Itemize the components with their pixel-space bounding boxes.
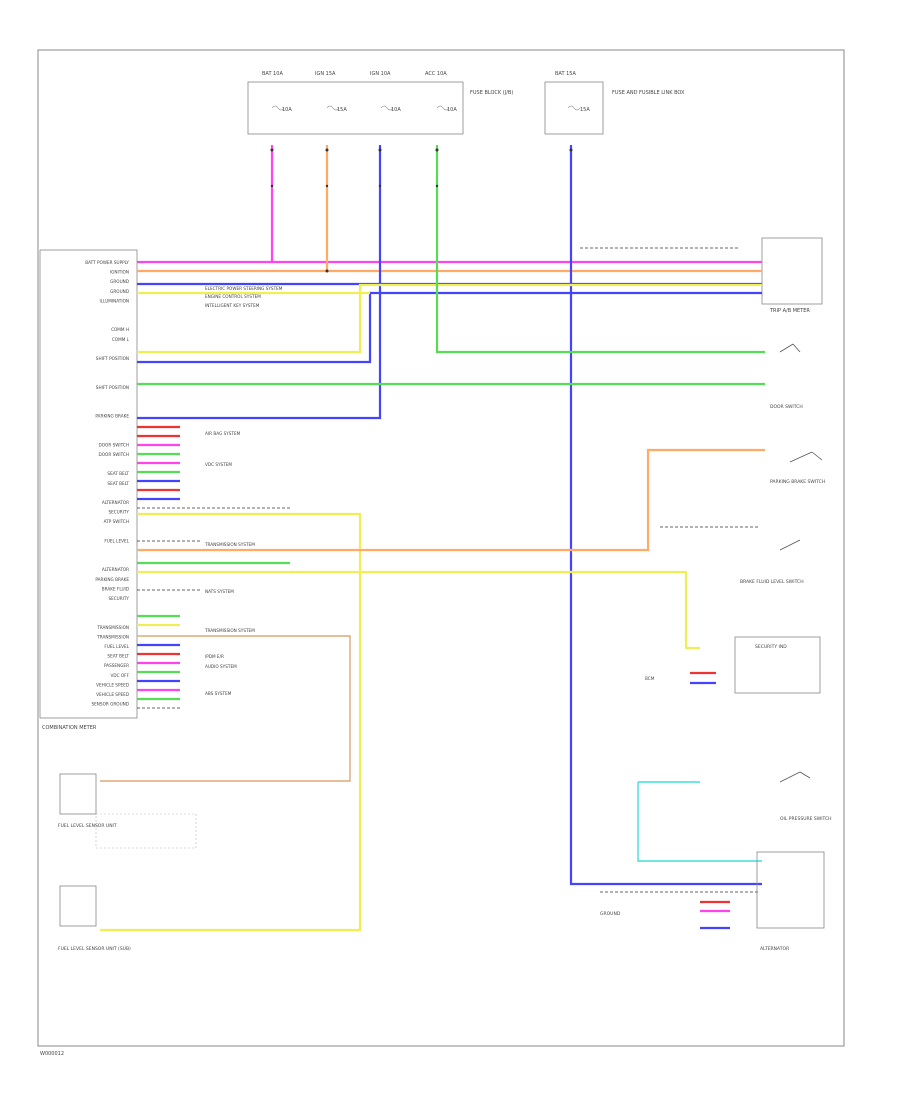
alternator-label: ALTERNATOR — [760, 946, 789, 952]
meter-pin-list: BATT POWER SUPPLY IGNITION GROUND GROUND ILL… — [85, 260, 129, 707]
meter-pin-label: TRANSMISSION — [96, 625, 129, 630]
wire-yellow-fuel — [100, 512, 362, 932]
svg-text:IGN 10A: IGN 10A — [370, 71, 391, 77]
meter-pin-label: SHIFT POSITION — [96, 385, 129, 390]
fuse-single-value: 15A — [580, 107, 590, 113]
fuse-block: BAT 10A IGN 15A IGN 10A ACC 10A 10A 15A 10… — [247, 71, 513, 135]
meter-pin-label: IGNITION — [110, 270, 129, 275]
svg-text:IGN 15A: IGN 15A — [315, 71, 336, 77]
label-abs: ABS SYSTEM — [205, 691, 232, 696]
label-bcm: BCM — [645, 676, 655, 681]
meter-pin-label: FUEL LEVEL — [104, 538, 129, 543]
meter-pin-label: BATT POWER SUPPLY — [85, 260, 129, 265]
wire-tan-fuel — [100, 635, 351, 782]
fuse-value-1: 10A — [282, 107, 292, 113]
wire-blue-2 — [137, 145, 382, 420]
meter-pin-label: VDC OFF — [111, 673, 130, 678]
svg-text:BAT 10A: BAT 10A — [262, 71, 283, 77]
oil-pressure-label: OIL PRESSURE SWITCH — [780, 816, 832, 822]
label-power-steering: ELECTRIC POWER STEERING SYSTEM — [205, 286, 283, 291]
wire-orange-ign — [137, 145, 762, 273]
label-intelligent-key: INTELLIGENT KEY SYSTEM — [205, 303, 260, 308]
label-vdc: VDC SYSTEM — [205, 462, 232, 467]
label-transmission-1: TRANSMISSION SYSTEM — [204, 542, 255, 547]
fuse-value-2: 15A — [337, 107, 347, 113]
svg-text:ACC 10A: ACC 10A — [425, 71, 447, 77]
ground-label: GROUND — [600, 911, 621, 917]
meter-pin-label: SENSOR GROUND — [91, 702, 129, 707]
label-transmission-2: TRANSMISSION SYSTEM — [204, 628, 255, 633]
label-engine-control: ENGINE CONTROL SYSTEM — [205, 294, 261, 299]
door-switch: DOOR SWITCH — [770, 343, 803, 410]
parking-brake-switch: PARKING BRAKE SWITCH — [770, 451, 825, 485]
meter-pin-label: ALTERNATOR — [102, 500, 129, 505]
meter-pin-label: GROUND — [110, 279, 129, 284]
fuse-value-3: 10A — [391, 107, 401, 113]
system-labels: ELECTRIC POWER STEERING SYSTEM ENGINE CO… — [204, 286, 283, 696]
combination-meter: BATT POWER SUPPLY IGNITION GROUND GROUND ILL… — [39, 249, 138, 731]
fuel-sensor-label: FUEL LEVEL SENSOR UNIT — [58, 823, 117, 829]
meter-pin-label: SECURITY — [108, 596, 129, 601]
fuel-level-sensor: FUEL LEVEL SENSOR UNIT — [58, 773, 197, 849]
wire-yellow-3 — [137, 570, 700, 650]
meter-pin-label: BRAKE FLUID — [102, 586, 129, 591]
fuel-sensor-sub-label: FUEL LEVEL SENSOR UNIT (SUB) — [58, 946, 131, 952]
meter-pin-label: VEHICLE SPEED — [96, 692, 129, 697]
wire-blue-long — [569, 145, 762, 886]
security-ind-label: SECURITY IND — [755, 644, 787, 650]
meter-pin-label: SEAT BELT — [107, 481, 129, 486]
fuse-icons — [271, 105, 450, 111]
security-indicator: SECURITY IND BCM — [645, 636, 821, 694]
meter-pin-label: SECURITY — [108, 510, 129, 515]
meter-pin-label: COMM H — [111, 327, 129, 332]
meter-pin-label: DOOR SWITCH — [99, 442, 129, 447]
parking-brake-label: PARKING BRAKE SWITCH — [770, 479, 825, 485]
meter-pin-label: ILLUMINATION — [100, 298, 130, 303]
diagram-border — [37, 49, 845, 1047]
ground-lines — [137, 247, 760, 893]
fuse-block-label: FUSE BLOCK (J/B) — [470, 90, 513, 96]
door-switch-label: DOOR SWITCH — [770, 404, 803, 410]
diagram-id: W000012 — [40, 1051, 64, 1057]
wire-orange-2 — [137, 448, 765, 552]
meter-pin-label: VEHICLE SPEED — [96, 682, 129, 687]
fuel-level-sensor-sub: FUEL LEVEL SENSOR UNIT (SUB) — [58, 885, 131, 952]
meter-pin-label: PARKING BRAKE — [95, 414, 129, 419]
brake-fluid-label: BRAKE FLUID LEVEL SWITCH — [740, 579, 804, 585]
wire-green-1 — [435, 145, 765, 354]
label-ipdm: IPDM E/R — [205, 654, 224, 659]
meter-pin-label: SEAT BELT — [107, 471, 129, 476]
trip-meter: TRIP A/B METER — [761, 237, 823, 314]
meter-pin-label: PASSENGER — [104, 663, 129, 668]
meter-pin-label: ATP SWITCH — [104, 519, 129, 524]
meter-pin-label: SEAT BELT — [107, 654, 129, 659]
brake-fluid-switch: BRAKE FLUID LEVEL SWITCH — [740, 539, 804, 585]
fuse-single: BAT 15A 15A FUSE AND FUSIBLE LINK BOX — [544, 71, 685, 135]
meter-pin-label: GROUND — [110, 289, 129, 294]
meter-pin-label: SHIFT POSITION — [96, 356, 129, 361]
meter-pin-label: PARKING BRAKE — [95, 577, 129, 582]
fuse-value-4: 10A — [447, 107, 457, 113]
combination-meter-label: COMBINATION METER — [42, 725, 97, 731]
label-audio: AUDIO SYSTEM — [205, 664, 237, 669]
meter-pin-label: FUEL LEVEL — [104, 644, 129, 649]
trip-meter-label: TRIP A/B METER — [769, 308, 810, 314]
label-immobilizer: NATS SYSTEM — [205, 589, 234, 594]
meter-pin-label: DOOR SWITCH — [99, 452, 129, 457]
meter-pin-label: COMM L — [112, 337, 130, 342]
junction-dots — [270, 148, 573, 273]
wire-yellow-2 — [137, 283, 762, 354]
meter-pin-label: ALTERNATOR — [102, 567, 129, 572]
wire-cyan — [637, 781, 762, 862]
alternator-unit: ALTERNATOR GROUND — [600, 851, 825, 952]
label-airbag: AIR BAG SYSTEM — [205, 431, 241, 436]
wire-blue-3 — [137, 291, 762, 364]
wire-pink-batt — [137, 145, 762, 264]
svg-text:BAT 15A: BAT 15A — [555, 71, 576, 77]
oil-pressure-switch: OIL PRESSURE SWITCH — [779, 771, 832, 822]
wires — [100, 145, 765, 932]
meter-pin-label: TRANSMISSION — [96, 634, 129, 639]
fuse-single-label: FUSE AND FUSIBLE LINK BOX — [612, 90, 685, 96]
